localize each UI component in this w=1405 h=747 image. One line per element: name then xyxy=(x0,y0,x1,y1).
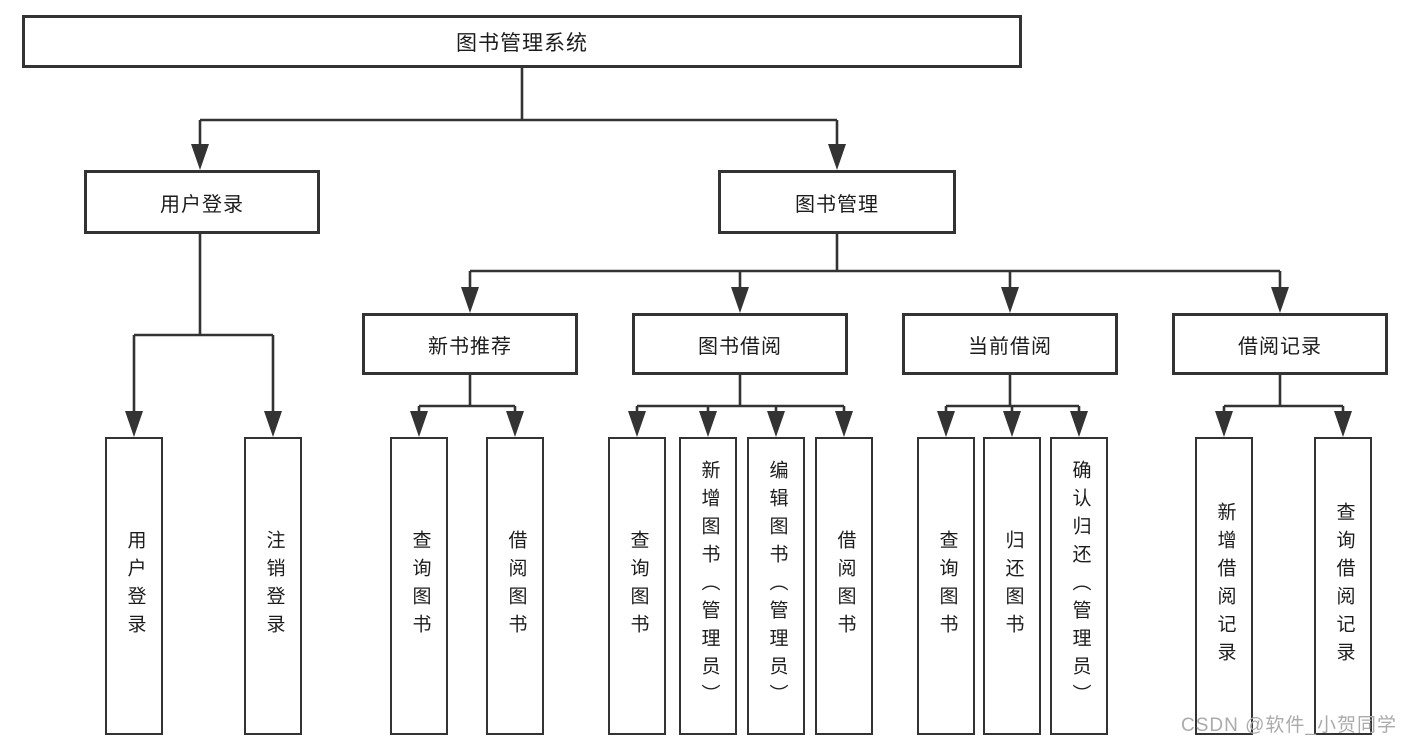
node-new-book-recommend: 新书推荐 xyxy=(362,313,578,375)
leaf-borrow-books-recommend: 借阅图书 xyxy=(486,437,544,735)
node-borrow-records: 借阅记录 xyxy=(1172,313,1388,375)
connector-paths xyxy=(132,68,1345,414)
node-book-borrow: 图书借阅 xyxy=(632,313,848,375)
csdn-watermark: CSDN @软件_小贺同学 xyxy=(1181,715,1397,736)
leaf-query-books-current: 查询图书 xyxy=(917,437,975,735)
leaf-query-borrow-record: 查询借阅记录 xyxy=(1314,437,1372,735)
node-book-management: 图书管理 xyxy=(718,170,956,234)
leaf-add-borrow-record: 新增借阅记录 xyxy=(1195,437,1253,735)
leaf-edit-book-admin: 编辑图书（管理员） xyxy=(747,437,805,735)
leaf-logout: 注销登录 xyxy=(244,437,302,735)
node-current-borrow: 当前借阅 xyxy=(902,313,1118,375)
arrowheads xyxy=(125,144,1352,437)
node-library-management-system: 图书管理系统 xyxy=(22,15,1022,68)
leaf-borrow-books: 借阅图书 xyxy=(815,437,873,735)
leaf-query-books-borrow: 查询图书 xyxy=(608,437,666,735)
leaf-query-books-recommend: 查询图书 xyxy=(390,437,448,735)
leaf-user-login: 用户登录 xyxy=(105,437,163,735)
leaf-add-book-admin: 新增图书（管理员） xyxy=(679,437,737,735)
leaf-return-books: 归还图书 xyxy=(983,437,1041,735)
leaf-confirm-return-admin: 确认归还（管理员） xyxy=(1050,437,1108,735)
node-user-login: 用户登录 xyxy=(84,170,320,234)
